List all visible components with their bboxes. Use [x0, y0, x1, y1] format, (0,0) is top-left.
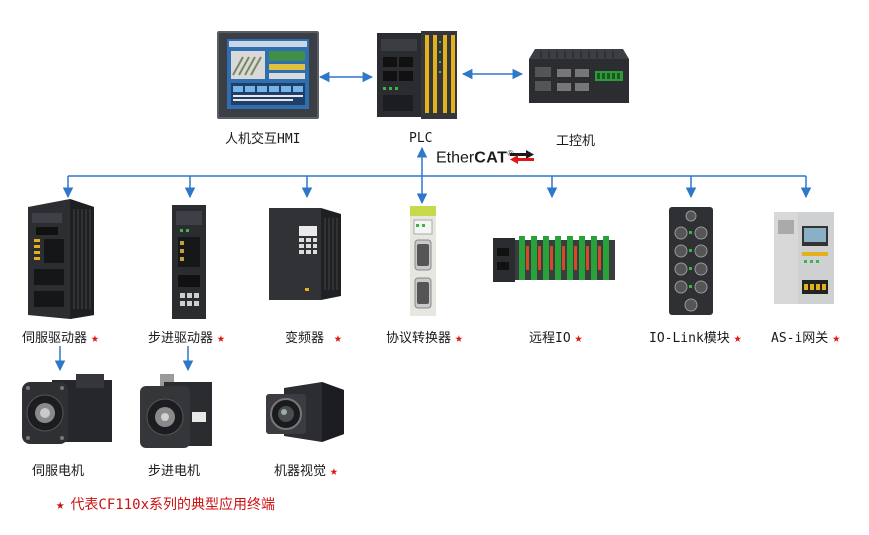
vfd-image [269, 208, 341, 300]
stepper-motor-image [140, 374, 212, 448]
remote-io-label: 远程IO★ [529, 331, 583, 346]
protocol-converter-label: 协议转换器★ [386, 331, 463, 346]
ethercat-logo: EtherCAT® [436, 149, 513, 167]
protocol-converter-image [410, 206, 436, 316]
asi-gateway-image [774, 212, 834, 304]
machine-vision-label: 机器视觉★ [274, 464, 338, 479]
stepper-motor-label: 步进电机 [148, 464, 201, 479]
ethercat-arrow-icon [510, 150, 534, 164]
servo-motor-label: 伺服电机 [32, 464, 85, 479]
hmi-panel-image [217, 31, 319, 119]
hmi-label: 人机交互HMI [225, 132, 301, 147]
star-icon: ★ [455, 331, 463, 346]
legend-star-icon: ★ [56, 497, 65, 513]
ipc-image [529, 49, 629, 103]
star-icon: ★ [91, 331, 99, 346]
plc-label: PLC [409, 131, 433, 146]
servo-drive-image [28, 199, 94, 319]
iolink-module-image [669, 207, 713, 315]
star-icon: ★ [832, 331, 841, 346]
iolink-label: IO-Link模块★ [649, 331, 742, 346]
star-icon: ★ [334, 331, 342, 346]
star-icon: ★ [574, 331, 583, 346]
servo-motor-image [22, 374, 112, 444]
star-icon: ★ [217, 331, 225, 346]
star-icon: ★ [733, 331, 742, 346]
servo-drive-label: 伺服驱动器★ [22, 331, 99, 346]
ethercat-logo-bold: CAT [474, 149, 508, 167]
ethercat-logo-prefix: Ether [436, 149, 475, 167]
plc-image [377, 31, 457, 119]
stepper-drive-label: 步进驱动器★ [148, 331, 225, 346]
vfd-label: 变频器★ [285, 331, 342, 346]
machine-vision-camera-image [266, 382, 344, 442]
ipc-label: 工控机 [556, 134, 596, 149]
asi-label: AS-i网关★ [771, 331, 841, 346]
legend: ★ 代表CF110x系列的典型应用终端 [56, 494, 275, 514]
star-icon: ★ [330, 464, 338, 479]
remote-io-image [493, 236, 615, 282]
stepper-drive-image [172, 205, 206, 319]
legend-text: 代表CF110x系列的典型应用终端 [70, 497, 276, 513]
